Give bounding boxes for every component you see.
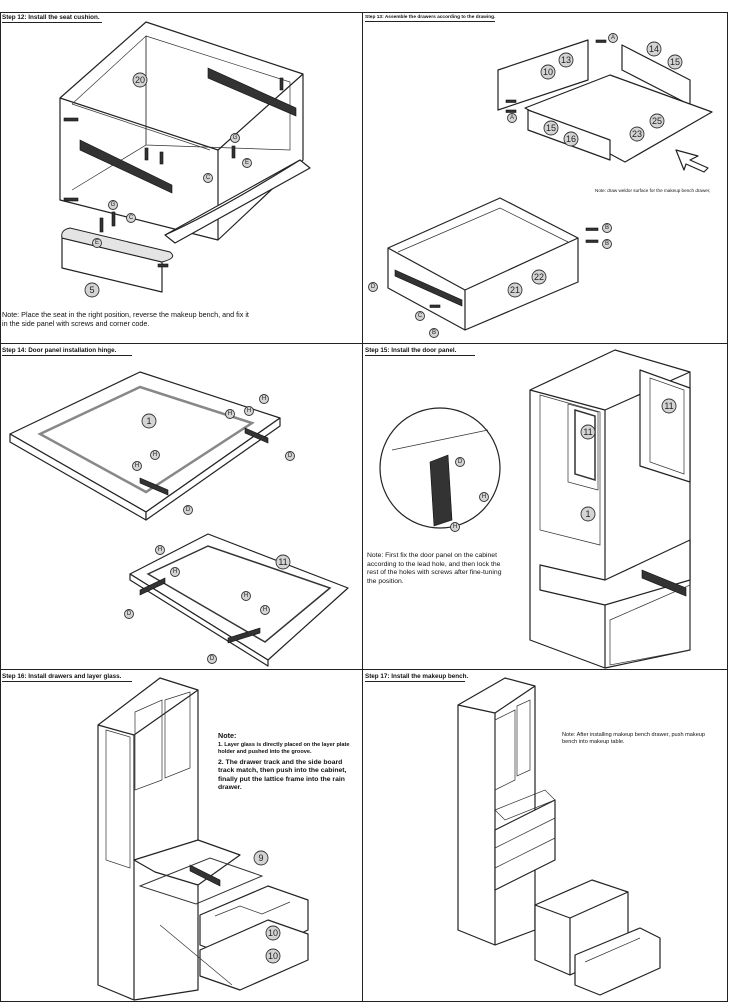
part-C-label: C xyxy=(206,175,211,181)
part-D-label: D xyxy=(371,284,376,290)
part-E-label: E xyxy=(245,160,249,166)
step-17-note: Note: After installing makeup bench draw… xyxy=(562,732,706,746)
part-21-label: 21 xyxy=(510,285,520,295)
panel-grid xyxy=(0,12,728,1002)
part-H-label-10: H xyxy=(482,494,486,500)
part-H-label-4: H xyxy=(135,463,139,469)
part-B-label-3: B xyxy=(432,330,436,336)
step-14-title: Step 14: Door panel installation hinge. xyxy=(2,347,132,356)
part-C-label-2: C xyxy=(129,215,134,221)
part-D-label-6: D xyxy=(458,459,463,465)
part-A-label: A xyxy=(611,35,615,41)
part-23-label: 23 xyxy=(632,129,642,139)
part-H-label-5: H xyxy=(153,452,157,458)
step-15-title: Step 15: Install the door panel. xyxy=(365,347,475,356)
grid-divider-vertical xyxy=(362,12,363,1002)
step-16-note: Note: 1. Layer glass is directly placed … xyxy=(218,731,356,793)
part-1-label-2: 1 xyxy=(585,509,590,519)
step-16-note-item-2: 2. The drawer track and the side board t… xyxy=(218,758,347,792)
part-B-label-2: B xyxy=(605,241,609,247)
step-13-title: Step 13: Assemble the drawers according … xyxy=(365,15,496,22)
part-10-label: 10 xyxy=(543,67,553,77)
part-H-label-9: H xyxy=(263,607,267,613)
step-13-note: Note: draw weldor surface for the makeup… xyxy=(595,188,711,193)
step-12-illustration: 20 5 G E C G C E xyxy=(59,21,311,298)
part-15-label: 15 xyxy=(670,57,680,67)
part-11-label-2: 11 xyxy=(583,427,592,437)
part-22-label: 22 xyxy=(534,272,544,282)
step-14-illustration: 1 11 H H H D H H D H H D H xyxy=(9,371,349,667)
part-E-label-2: E xyxy=(95,240,99,246)
part-20-label: 20 xyxy=(135,75,145,85)
part-H-label: H xyxy=(228,411,232,417)
grid-divider-row1 xyxy=(0,343,728,344)
part-10-label-3: 10 xyxy=(268,951,278,961)
part-13-label: 13 xyxy=(561,55,571,65)
part-10-label-2: 10 xyxy=(268,928,278,938)
step-17-title: Step 17: Install the makeup bench. xyxy=(365,673,469,682)
part-D-label-4: D xyxy=(127,611,132,617)
part-H-label-2: H xyxy=(247,408,251,414)
step-12-note: Note: Place the seat in the right positi… xyxy=(2,310,249,328)
part-D-label-5: D xyxy=(210,656,215,662)
part-C-label-3: C xyxy=(418,313,423,319)
part-1-label: 1 xyxy=(146,416,151,426)
part-D-label-2: D xyxy=(288,453,293,459)
part-A-label-2: A xyxy=(510,115,514,121)
step-12-title: Step 12: Install the seat cushion. xyxy=(2,14,102,23)
step-13-illustration: 10 13 14 15 15 16 23 25 22 21 A A B B D … xyxy=(368,33,713,338)
part-H-label-3: H xyxy=(262,396,266,402)
step-16-title: Step 16: Install drawers and layer glass… xyxy=(2,673,132,682)
part-16-label: 16 xyxy=(566,134,576,144)
step-16-note-heading: Note: xyxy=(218,731,237,740)
step-15-note: Note: First fix the door panel on the ca… xyxy=(367,552,502,585)
step-15-illustration: D H H 11 11 1 xyxy=(379,349,691,669)
part-H-label-7: H xyxy=(173,569,177,575)
grid-divider-row2 xyxy=(0,669,728,670)
part-H-label-6: H xyxy=(158,547,162,553)
part-B-label: B xyxy=(605,225,609,231)
part-G-label-2: G xyxy=(111,202,116,208)
part-15-label-2: 15 xyxy=(546,123,556,133)
part-H-label-11: H xyxy=(453,524,457,530)
part-D-label-3: D xyxy=(186,507,191,513)
part-9-label: 9 xyxy=(258,853,263,863)
step-16-illustration: 9 10 10 xyxy=(97,677,309,1001)
part-11-label-3: 11 xyxy=(664,401,673,411)
part-14-label: 14 xyxy=(649,44,659,54)
part-5-label: 5 xyxy=(89,285,94,295)
part-H-label-8: H xyxy=(244,593,248,599)
part-25-label: 25 xyxy=(652,116,662,126)
step-16-note-item-1: 1. Layer glass is directly placed on the… xyxy=(218,741,350,755)
part-G-label: G xyxy=(233,135,238,141)
part-11-label: 11 xyxy=(278,557,287,567)
